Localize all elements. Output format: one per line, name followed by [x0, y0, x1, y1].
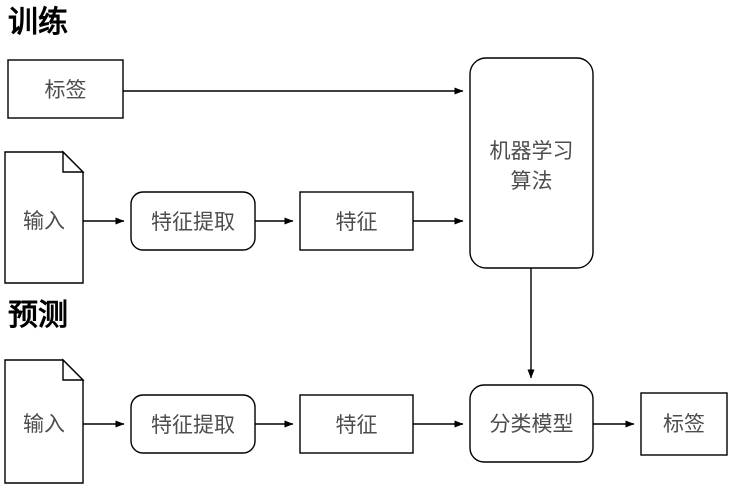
predict-input-document-shape[interactable] — [4, 359, 84, 484]
section-title-prediction: 预测 — [8, 299, 68, 332]
node-classification-model[interactable]: 分类模型 — [469, 384, 594, 463]
predict-feature-text: 特征 — [336, 413, 378, 437]
predict-input-text: 输入 — [23, 412, 65, 436]
document-fold-icon — [62, 358, 85, 381]
node-predict-input[interactable]: 输入 — [4, 358, 85, 484]
classification-model-text: 分类模型 — [490, 412, 574, 436]
train-input-text: 输入 — [23, 209, 65, 233]
node-train-feature[interactable]: 特征 — [299, 191, 414, 251]
predict-feature-box[interactable] — [299, 394, 414, 454]
train-feature-text: 特征 — [336, 210, 378, 234]
train-input-document-shape[interactable] — [4, 151, 84, 284]
predict-feature-extraction-text: 特征提取 — [151, 413, 235, 437]
section-title-training: 训练 — [8, 5, 68, 39]
node-ml-algorithm[interactable]: 机器学习 算法 — [469, 57, 594, 269]
train-label-box[interactable] — [7, 59, 124, 119]
predict-label-box[interactable] — [640, 392, 728, 456]
node-predict-label[interactable]: 标签 — [640, 392, 728, 456]
node-train-label[interactable]: 标签 — [7, 59, 124, 119]
ml-algorithm-text-line2: 算法 — [511, 169, 553, 193]
node-predict-feature[interactable]: 特征 — [299, 394, 414, 454]
node-train-feature-extraction[interactable]: 特征提取 — [130, 191, 256, 251]
node-predict-feature-extraction[interactable]: 特征提取 — [130, 394, 256, 454]
predict-label-text: 标签 — [663, 412, 705, 436]
node-train-input[interactable]: 输入 — [4, 150, 85, 284]
train-label-text: 标签 — [45, 78, 87, 102]
ml-algorithm-box[interactable] — [469, 57, 594, 269]
ml-algorithm-text-line1: 机器学习 — [490, 139, 574, 163]
connectors-layer — [83, 87, 635, 428]
document-fold-icon — [62, 150, 85, 173]
train-feature-extraction-text: 特征提取 — [151, 210, 235, 234]
